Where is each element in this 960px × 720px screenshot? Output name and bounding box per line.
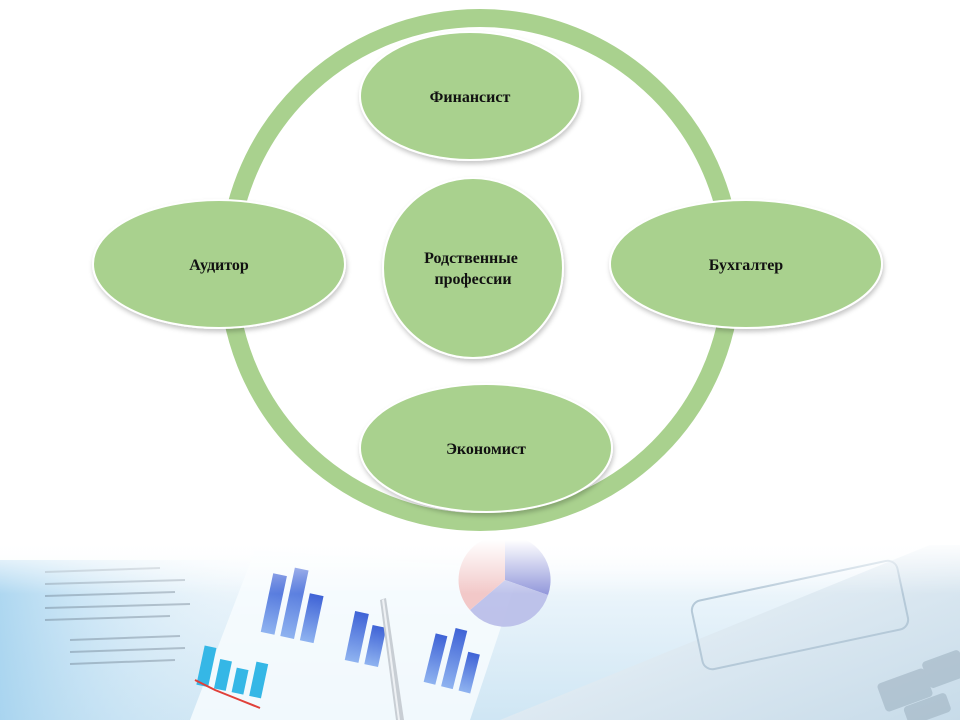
decorative-banner xyxy=(0,540,960,720)
node-auditor-shape xyxy=(92,199,346,329)
node-bukhgalter-label: Бухгалтер xyxy=(709,257,784,274)
center-node-label-line2: профессии xyxy=(434,271,511,288)
center-node-shape xyxy=(382,177,564,359)
node-finansist: Финансист xyxy=(359,31,581,161)
node-finansist-label: Финансист xyxy=(430,89,511,106)
node-auditor-label: Аудитор xyxy=(189,257,249,274)
node-ekonomist-shape xyxy=(359,383,613,513)
node-auditor: Аудитор xyxy=(92,199,346,329)
node-bukhgalter: Бухгалтер xyxy=(609,199,883,329)
node-bukhgalter-shape xyxy=(609,199,883,329)
node-finansist-shape xyxy=(359,31,581,161)
center-node-label-line1: Родственные xyxy=(424,250,518,267)
center-node-label: Родственные профессии xyxy=(424,250,522,288)
node-ekonomist-label: Экономист xyxy=(446,441,526,458)
node-ekonomist: Экономист xyxy=(359,383,613,513)
center-node: Родственные профессии xyxy=(382,177,564,359)
